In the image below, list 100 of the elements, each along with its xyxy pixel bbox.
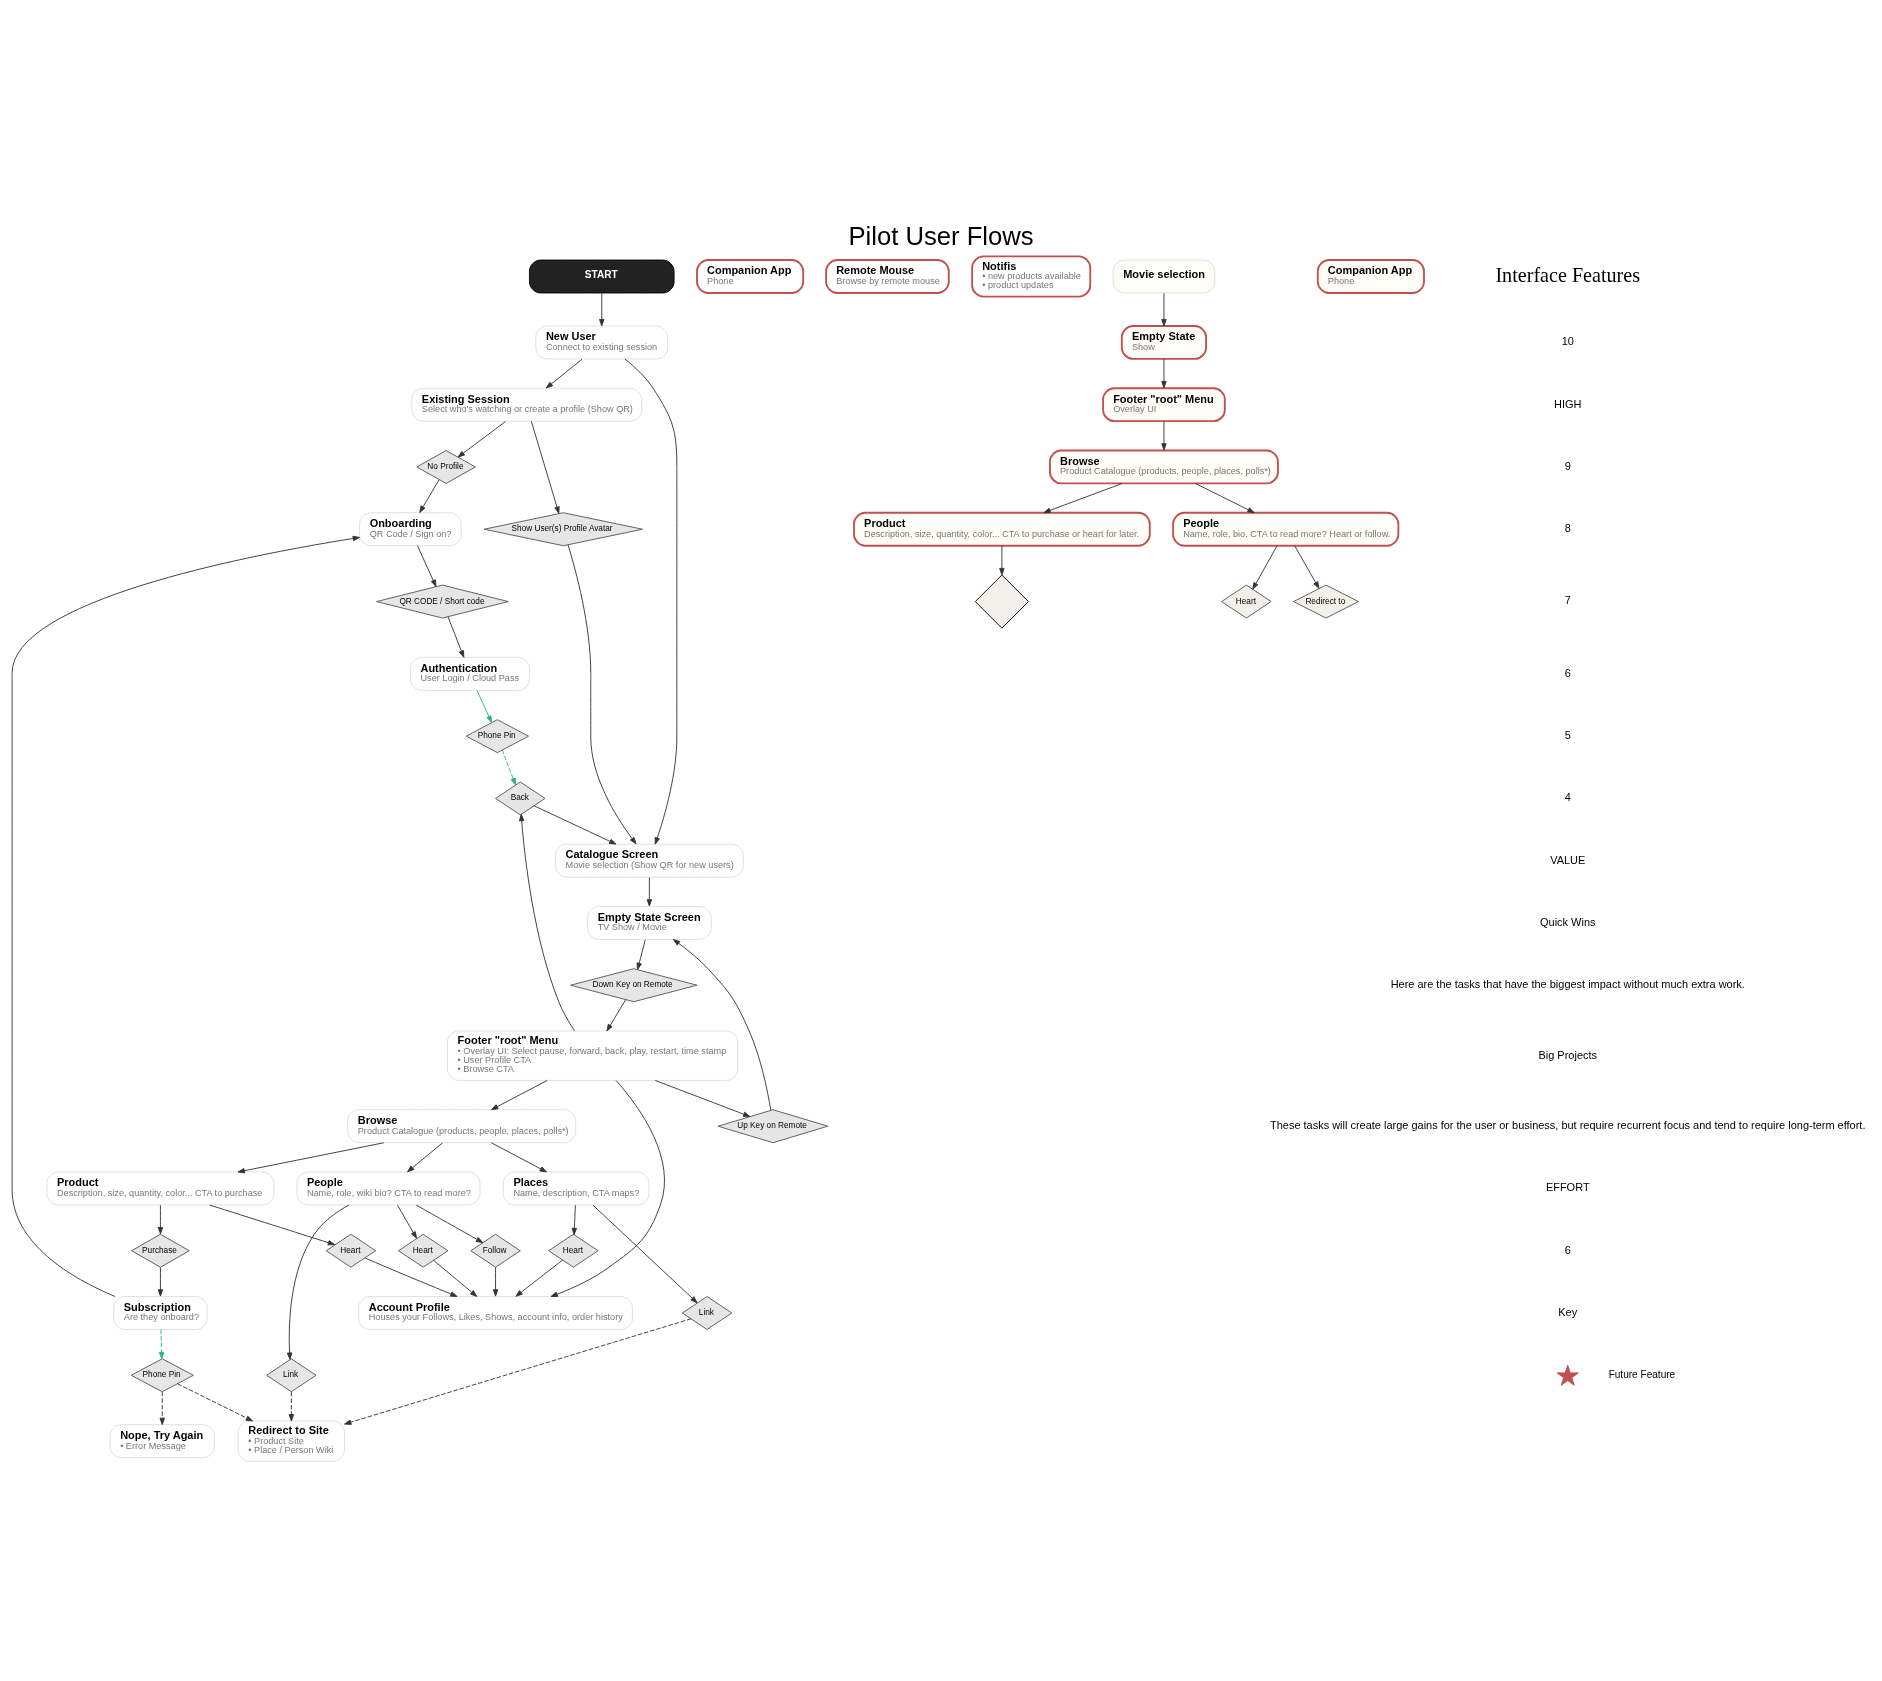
- label: EFFORT: [1545, 1180, 1590, 1193]
- node-box: Account Profile Houses your Follows, Likes, Shows, account info, order history: [358, 1295, 633, 1330]
- node-diamond: Link: [266, 1357, 317, 1392]
- arrow: [415, 1204, 484, 1243]
- arrow: [599, 292, 605, 326]
- arrow: [571, 1204, 578, 1235]
- node-box: Companion App Phone: [1316, 258, 1425, 294]
- node-box: Places Name, description, CTA maps?: [502, 1171, 650, 1205]
- node-box: Onboarding QR Code / Sign on?: [359, 511, 462, 546]
- node-diamond: Phone Pin: [465, 718, 529, 753]
- label: Quick Wins: [1540, 915, 1596, 928]
- arrow: [1294, 544, 1320, 589]
- arrow: [159, 1391, 165, 1425]
- arrow: [407, 1142, 443, 1172]
- arrow: [209, 1204, 336, 1245]
- label: 8: [1564, 521, 1571, 534]
- label: Key: [1558, 1305, 1578, 1318]
- arrow: [654, 1079, 751, 1117]
- node-box: Authentication User Login / Cloud Pass: [409, 656, 530, 691]
- arrow: [646, 876, 653, 906]
- node-box: Browse Product Catalogue (products, people, places, polls*): [347, 1108, 577, 1143]
- label: 6: [1564, 1243, 1571, 1256]
- node-diamond: Redirect to: [1293, 584, 1359, 618]
- node-box: Redirect to Site • Product Site • Place / Person Wiki: [237, 1420, 345, 1462]
- arrow: [419, 478, 440, 513]
- node-diamond: QR CODE / Short code: [376, 584, 509, 618]
- arrow: [567, 544, 637, 844]
- arrow: [515, 1259, 563, 1297]
- node-box: People Name, role, wiki bio? CTA to read more?: [296, 1171, 481, 1205]
- arrow: [157, 1266, 164, 1297]
- arrow: [606, 998, 627, 1031]
- arrow: [1195, 482, 1255, 513]
- arrow: [545, 358, 583, 388]
- diagram-title: Pilot User Flows: [848, 221, 1034, 250]
- node-box: START: [528, 259, 675, 293]
- node-diamond: Heart: [398, 1233, 449, 1268]
- node-box: Companion App Phone: [696, 258, 805, 294]
- node-box: New User Connect to existing session: [535, 325, 669, 359]
- label: VALUE: [1550, 853, 1586, 866]
- arrow: [672, 938, 772, 1111]
- arrow: [177, 1382, 254, 1421]
- arrow: [1161, 420, 1167, 451]
- arrow: [550, 1079, 665, 1297]
- arrow: [157, 1204, 164, 1234]
- label: Big Projects: [1538, 1048, 1598, 1061]
- arrow: [286, 1204, 350, 1360]
- arrow: [364, 1257, 458, 1297]
- arrow: [501, 749, 516, 785]
- arrow: [457, 420, 506, 457]
- arrow: [447, 615, 465, 658]
- label: Here are the tasks that have the biggest impact without much extra work.: [1390, 977, 1745, 990]
- node-box: Movie selection: [1112, 259, 1216, 293]
- label: 10: [1561, 334, 1574, 347]
- node-box: Product Description, size, quantity, color... CTA to purchase: [46, 1171, 275, 1205]
- arrow: [237, 1141, 385, 1173]
- arrow: [288, 1391, 295, 1421]
- label: 5: [1564, 728, 1571, 741]
- label: Interface Features: [1495, 263, 1641, 286]
- arrow: [1252, 544, 1278, 590]
- node-diamond: Back: [495, 781, 546, 815]
- label: 7: [1564, 593, 1571, 606]
- node-box: Empty State Show: [1120, 324, 1207, 360]
- label: 9: [1564, 459, 1571, 472]
- node-box: Remote Mouse Browse by remote mouse: [825, 258, 950, 294]
- node-diamond: Show User(s) Profile Avatar: [483, 511, 643, 546]
- arrow: [490, 1079, 548, 1110]
- node-diamond: Purchase: [131, 1233, 190, 1268]
- node-box: Browse Product Catalogue (products, people, places, polls*): [1049, 449, 1279, 484]
- node-diamond: Heart: [1221, 584, 1272, 618]
- arrow: [530, 420, 560, 514]
- node-box: Nope, Try Again • Error Message: [109, 1423, 215, 1458]
- arrow: [11, 535, 360, 1297]
- node-box: People Name, role, bio. CTA to read more? Heart or follow.: [1172, 511, 1400, 547]
- node-box: Catalogue Screen Movie selection (Show QR for new users): [555, 843, 744, 878]
- arrow: [344, 1317, 692, 1425]
- node-box: Footer "root" Menu • Overlay UI: Select pause, forward, back, play, restart, time stamp • User Profile CTA • Browse CTA: [447, 1030, 739, 1081]
- arrow: [533, 804, 617, 845]
- node-box: Existing Session Select who's watching or create a profile (Show QR): [411, 387, 643, 422]
- arrow: [417, 544, 437, 587]
- node-box: Footer "root" Menu Overlay UI: [1102, 386, 1226, 422]
- node-diamond: Phone Pin: [130, 1357, 194, 1392]
- arrow: [492, 1266, 499, 1297]
- node-box: Notifis • new products available • product updates: [971, 254, 1092, 298]
- label: HIGH: [1554, 397, 1582, 410]
- label: 4: [1564, 790, 1571, 803]
- legend-label: Future Feature: [1608, 1368, 1676, 1380]
- arrow: [1161, 292, 1167, 326]
- label: 6: [1564, 666, 1571, 679]
- arrow: [397, 1204, 417, 1239]
- arrow: [592, 1204, 698, 1303]
- label: These tasks will create large gains for the user or business, but require recurrent focus and tend to require long-term effort.: [1270, 1118, 1866, 1131]
- arrow: [519, 813, 575, 1031]
- arrow: [491, 1141, 547, 1172]
- node-box: Subscription Are they onboard?: [113, 1295, 208, 1330]
- arrow: [1161, 358, 1167, 388]
- arrow: [624, 358, 678, 845]
- arrow: [999, 544, 1005, 575]
- node-box: Product Description, size, quantity, color... CTA to purchase or heart for later.: [853, 511, 1151, 547]
- node-box: Empty State Screen TV Show / Movie: [587, 905, 712, 940]
- node-diamond: Heart: [548, 1233, 599, 1268]
